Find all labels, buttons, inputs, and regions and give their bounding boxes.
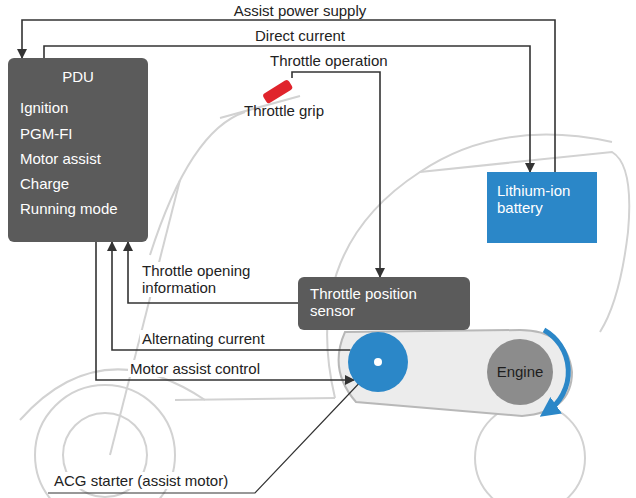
throttle-grip-shape xyxy=(262,79,293,104)
process-box: Throttle grip xyxy=(236,78,332,120)
node-item: Motor assist xyxy=(20,150,136,167)
edge-label: Motor assist control xyxy=(128,360,262,377)
process-box: Lithium-ion battery xyxy=(487,172,597,243)
seat xyxy=(420,135,612,172)
edge-label: Throttle opening information xyxy=(140,262,270,297)
edge-label: Direct current xyxy=(253,27,347,44)
edge-label: Throttle operation xyxy=(268,52,390,69)
node-title: PDU xyxy=(20,68,136,85)
edge-label: Assist power supply xyxy=(232,2,369,19)
node-item: PGM-FI xyxy=(20,125,136,142)
motor-shaft-dot xyxy=(374,358,382,366)
node-item: Ignition xyxy=(20,99,136,116)
belt-housing xyxy=(339,330,572,416)
circle-node: ACG starter (assist motor) xyxy=(348,332,408,392)
front-cowl xyxy=(150,112,245,255)
node-title: Engine xyxy=(497,363,544,380)
node-item: Running mode xyxy=(20,200,136,217)
node-title: ACG starter (assist motor) xyxy=(52,472,230,489)
circle-node: Engine xyxy=(487,339,553,405)
floor-board xyxy=(175,398,335,400)
leader-line xyxy=(48,376,366,493)
node-item: Charge xyxy=(20,175,136,192)
node-title: Throttle grip xyxy=(238,102,330,119)
node-title: Lithium-ion battery xyxy=(497,182,587,217)
rear-wheel xyxy=(475,403,585,498)
process-box: Throttle position sensor xyxy=(298,277,470,330)
node-title: Throttle position sensor xyxy=(310,285,458,320)
signal-arrow xyxy=(128,242,298,303)
process-box: PDU IgnitionPGM-FI Motor assistChargeRunni… xyxy=(8,58,148,242)
edge-label: Alternating current xyxy=(140,330,267,347)
